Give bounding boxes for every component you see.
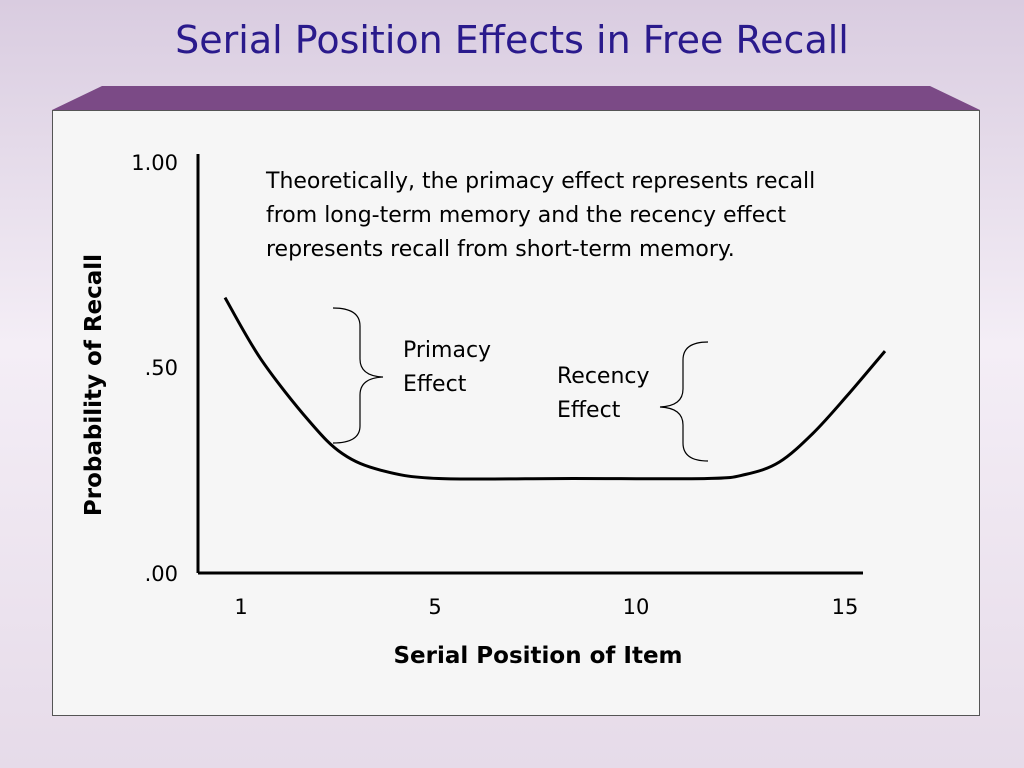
recall-curve [223, 296, 887, 481]
note-line: represents recall from short-term memory… [266, 237, 735, 262]
y-tick-label: .50 [145, 356, 178, 380]
x-tick-label: 10 [623, 595, 650, 619]
x-tick-label: 1 [234, 595, 247, 619]
primacy-label: Effect [403, 372, 467, 397]
x-tick-label: 5 [428, 595, 441, 619]
chart-panel: 1.00 .50 .00 1 5 10 15 Serial Position o… [52, 110, 980, 716]
recency-label: Effect [557, 398, 621, 423]
title-ribbon [52, 86, 980, 110]
note-line: from long-term memory and the recency ef… [266, 203, 786, 228]
y-tick-label: .00 [145, 562, 178, 586]
y-axis-title: Probability of Recall [81, 254, 107, 516]
slide-title: Serial Position Effects in Free Recall [175, 18, 849, 62]
x-tick-label: 15 [832, 595, 859, 619]
x-axis-title: Serial Position of Item [393, 643, 682, 669]
note-line: Theoretically, the primacy effect repres… [265, 169, 815, 194]
recency-brace [659, 341, 709, 462]
primacy-label: Primacy [403, 338, 491, 363]
serial-position-chart: 1.00 .50 .00 1 5 10 15 Serial Position o… [81, 151, 887, 669]
recency-label: Recency [557, 364, 650, 389]
y-tick-label: 1.00 [131, 151, 178, 175]
primacy-brace [332, 307, 384, 444]
